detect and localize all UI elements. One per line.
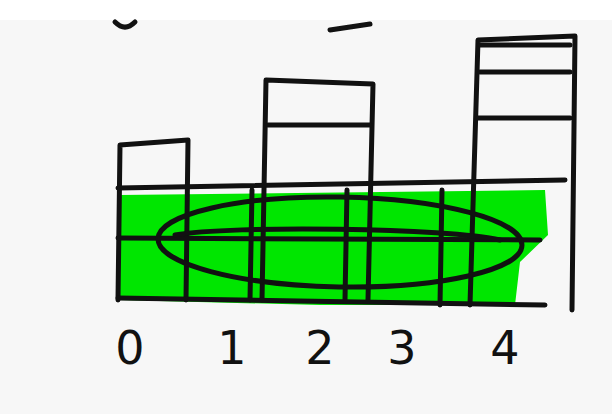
loop-outline [157,194,523,290]
bar [478,116,570,121]
index-label: 4 [490,325,519,371]
index-label: 3 [387,325,416,371]
level-line [118,180,565,188]
index-label: 2 [305,325,334,371]
cut-stroke [330,24,370,30]
bar [345,190,347,300]
cut-stroke [115,22,135,27]
bar [250,190,252,300]
ground-line [118,298,545,305]
bar [268,123,370,128]
index-label: 1 [217,325,246,371]
paper-ground [0,20,612,414]
loop-stroke [175,229,500,240]
bar [480,43,570,48]
bar [480,70,570,75]
index-label: 0 [115,325,144,371]
bar [262,80,373,300]
